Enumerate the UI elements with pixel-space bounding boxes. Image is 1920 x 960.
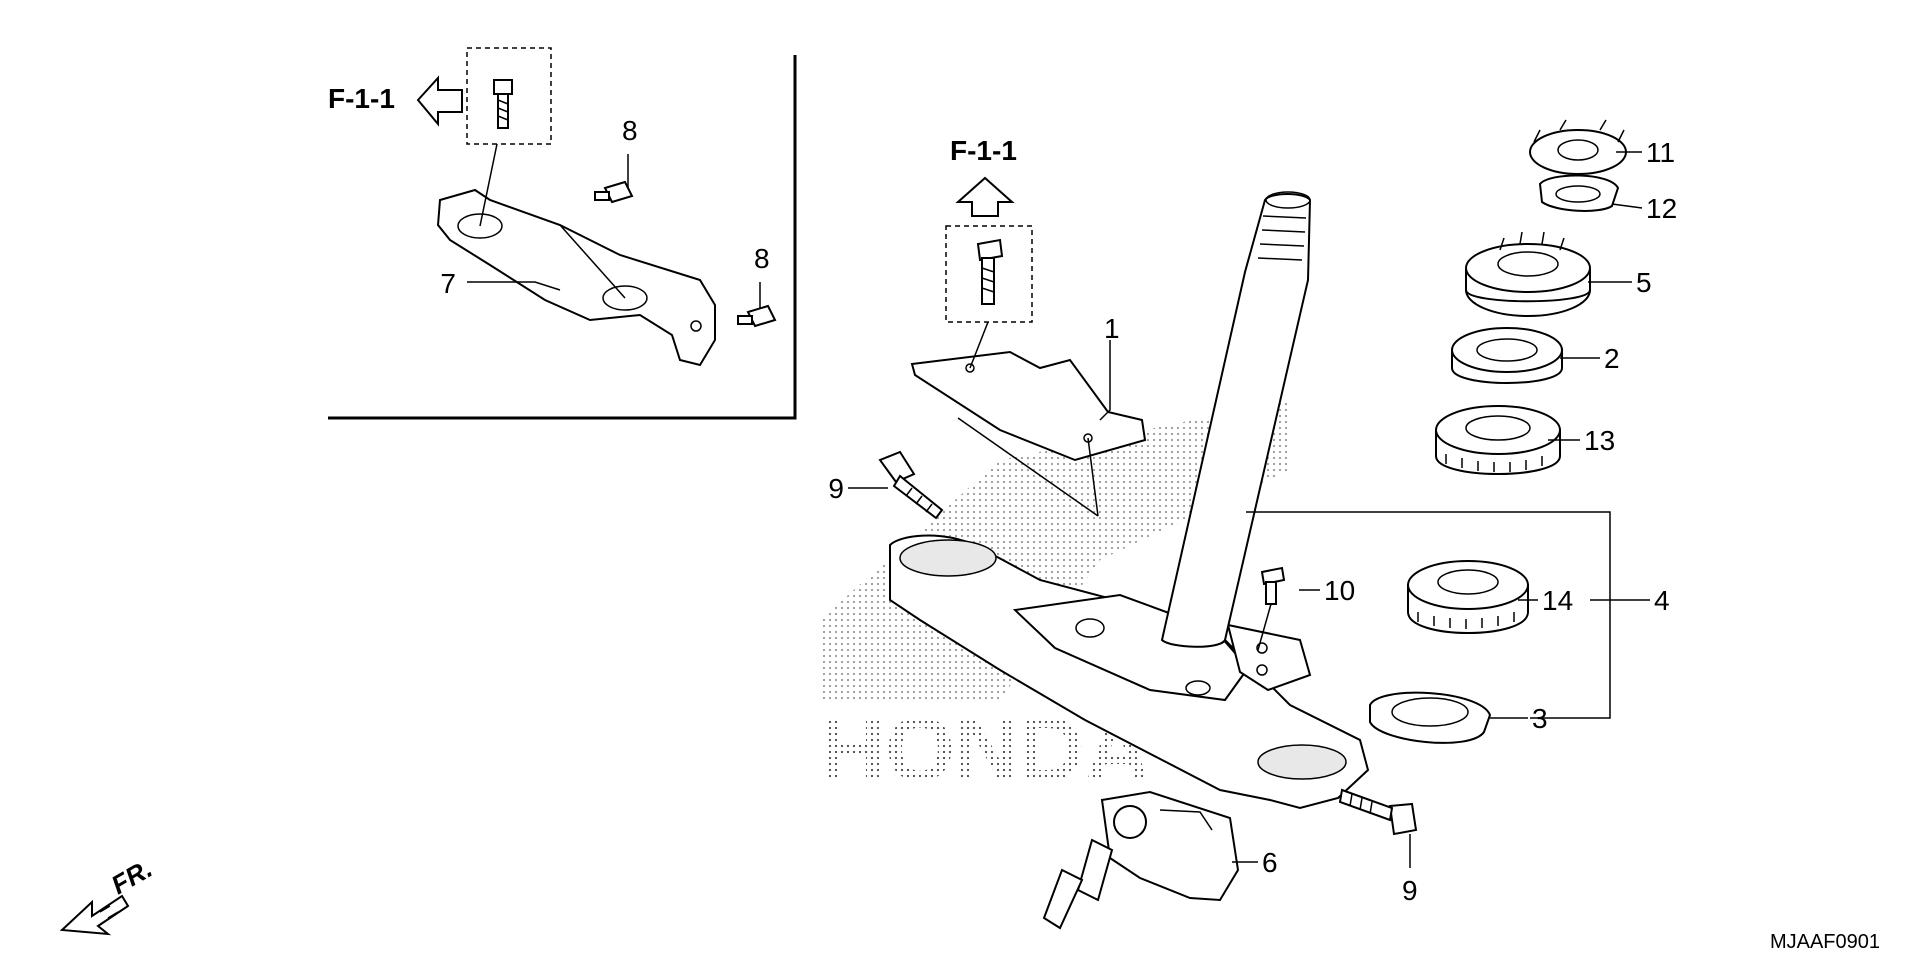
inset-ref-arrow <box>416 75 463 127</box>
front-label: FR. <box>106 853 157 900</box>
callout-leaders <box>467 151 1650 863</box>
washer-part-12 <box>1538 174 1620 212</box>
inset-frame <box>328 55 797 420</box>
callout-11: 11 <box>1646 137 1675 168</box>
main-bolt <box>976 238 1004 305</box>
inset-ref-label: F-1-1 <box>328 83 395 114</box>
callout-9a: 9 <box>828 473 844 504</box>
callout-7: 7 <box>440 268 456 299</box>
nut-part-5 <box>1465 231 1591 317</box>
bearing-part-13 <box>1435 405 1561 475</box>
callout-14: 14 <box>1542 585 1573 616</box>
bolt-part-8a <box>594 180 634 204</box>
callout-1: 1 <box>1104 313 1120 344</box>
diagram-code: MJAAF0901 <box>1770 931 1880 953</box>
seal-part-2 <box>1451 327 1563 384</box>
callout-10: 10 <box>1324 575 1355 606</box>
bolt-part-8b <box>737 304 777 328</box>
main-ref-arrow <box>955 176 1015 217</box>
callout-9b: 9 <box>1402 875 1418 906</box>
nut-part-11 <box>1529 119 1627 175</box>
front-arrow <box>59 894 130 936</box>
plate-part-1 <box>910 321 1147 517</box>
main-ref-label: F-1-1 <box>950 135 1017 166</box>
callout-12: 12 <box>1646 193 1677 224</box>
callout-6: 6 <box>1262 847 1278 878</box>
bolt-part-9b <box>1338 788 1418 868</box>
callout-8b: 8 <box>754 243 770 274</box>
callout-8a: 8 <box>622 115 638 146</box>
stem-shaft <box>1160 191 1611 719</box>
bearing-part-14 <box>1407 560 1529 634</box>
callout-4: 4 <box>1654 585 1670 616</box>
bolt-part-10 <box>1257 566 1286 651</box>
callout-5: 5 <box>1636 267 1652 298</box>
callout-3: 3 <box>1532 703 1548 734</box>
callout-2: 2 <box>1604 343 1620 374</box>
bolt-part-9a <box>878 450 944 520</box>
inset-bolt <box>493 79 513 129</box>
bracket-part-7 <box>436 143 716 367</box>
lock-part-6 <box>1042 790 1240 930</box>
main-bolt-box <box>945 225 1033 323</box>
seal-part-3 <box>1369 691 1492 744</box>
callout-13: 13 <box>1584 425 1615 456</box>
